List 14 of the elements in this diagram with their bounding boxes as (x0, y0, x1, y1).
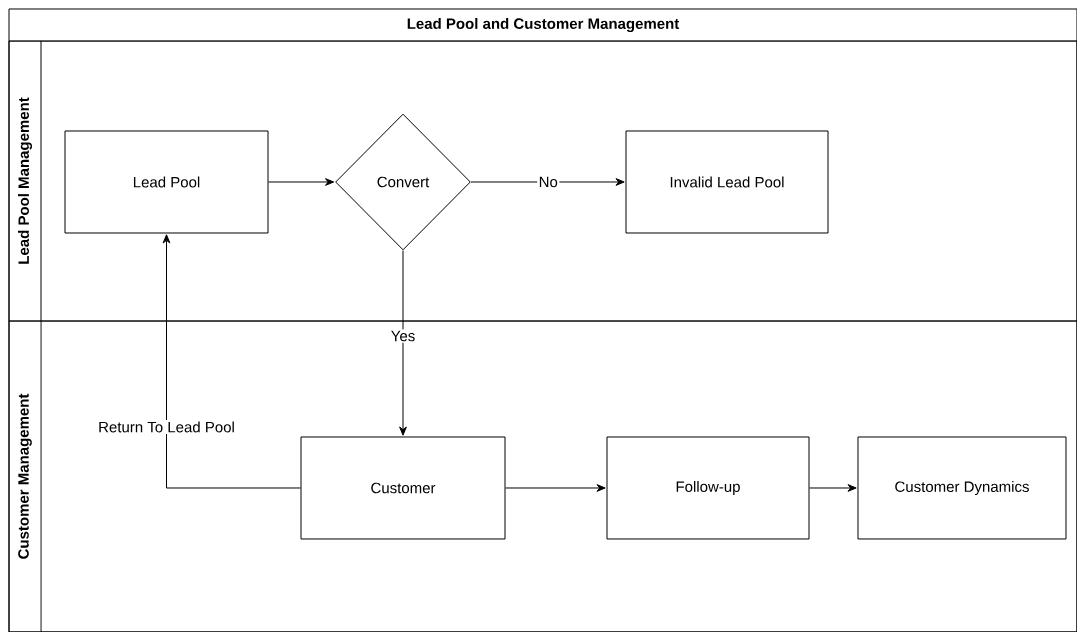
arrow (809, 484, 857, 492)
arrow (268, 178, 335, 186)
arrow (470, 178, 625, 186)
edge-label: No (537, 175, 560, 189)
process-box: Lead Pool (64, 130, 269, 234)
process-box: Invalid Lead Pool (625, 130, 829, 234)
process-box: Customer (300, 436, 506, 540)
edge-label: Return To Lead Pool (96, 419, 237, 434)
process-box: Customer Dynamics (857, 436, 1067, 540)
arrow (162, 234, 301, 489)
edge-label: Yes (389, 329, 417, 343)
process-box: Follow-up (606, 436, 810, 540)
arrow (505, 484, 606, 492)
arrow (399, 250, 407, 436)
